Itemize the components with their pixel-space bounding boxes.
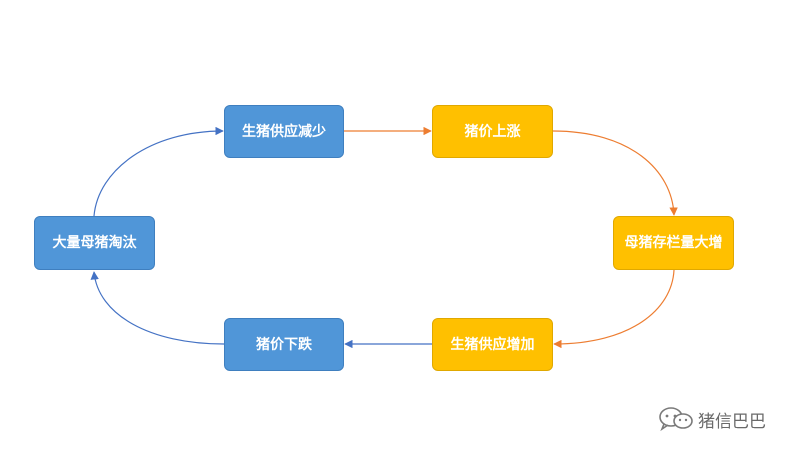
node-supply-increase: 生猪供应增加 [432, 318, 553, 371]
edge-sow-inventory-to-supply-increase [553, 269, 675, 349]
watermark: 猪信巴巴 [658, 406, 766, 432]
watermark-text: 猪信巴巴 [698, 411, 766, 432]
node-supply-decrease-label: 生猪供应减少 [242, 123, 326, 140]
wechat-bubble-icon [659, 407, 693, 432]
edge-price-rise-to-sow-inventory [552, 130, 678, 216]
node-sow-inventory-increase: 母猪存栏量大增 [613, 216, 734, 270]
node-sow-inventory-increase-label: 母猪存栏量大增 [624, 235, 723, 251]
node-price-rise: 猪价上涨 [432, 105, 553, 158]
node-price-fall: 猪价下跌 [224, 318, 344, 371]
node-sow-culling: 大量母猪淘汰 [34, 216, 155, 270]
edge-price-fall-to-sow-culling [90, 271, 225, 345]
edge-sow-culling-to-supply-decrease [93, 126, 224, 217]
node-sow-culling-label: 大量母猪淘汰 [52, 235, 137, 251]
node-supply-increase-label: 生猪供应增加 [450, 336, 535, 353]
node-price-rise-label: 猪价上涨 [464, 123, 521, 140]
node-price-fall-label: 猪价下跌 [256, 336, 312, 353]
node-supply-decrease: 生猪供应减少 [224, 105, 344, 158]
